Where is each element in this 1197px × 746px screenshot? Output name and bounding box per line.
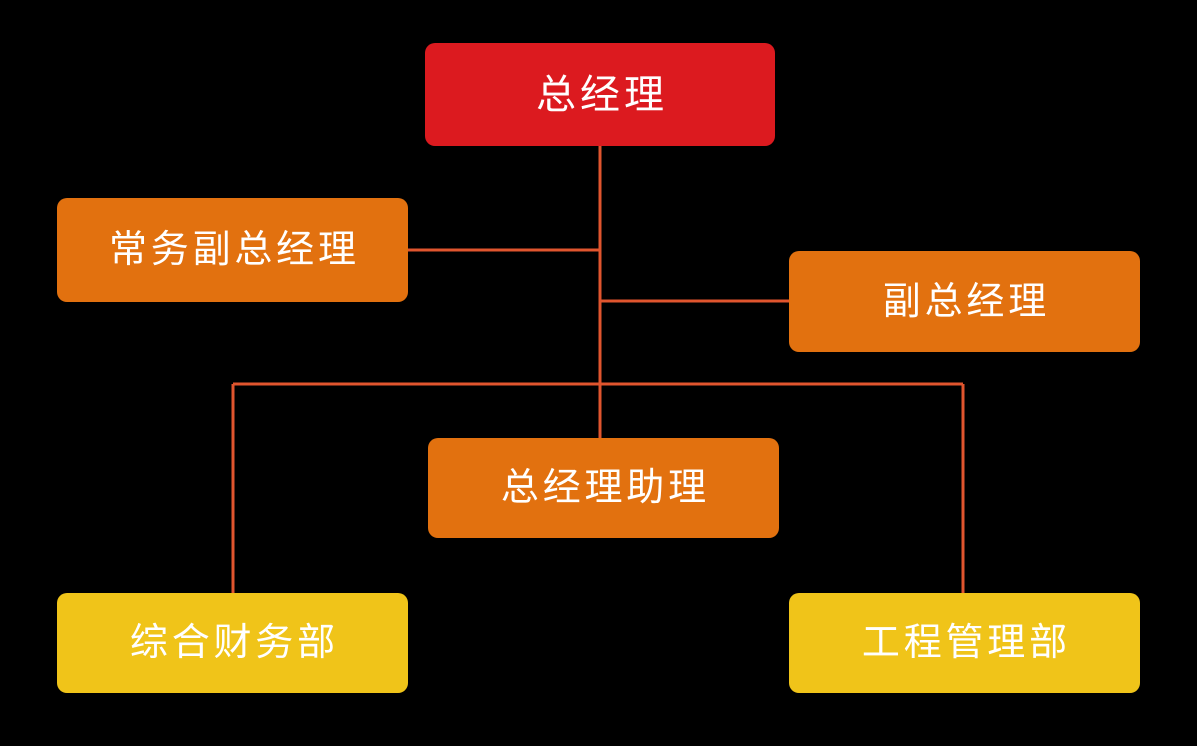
node-deputy-general-manager[interactable]: 副总经理 xyxy=(789,251,1140,352)
node-label-engineering-management-department: 工程管理部 xyxy=(861,622,1071,664)
node-general-manager[interactable]: 总经理 xyxy=(425,43,775,146)
node-label-general-manager: 总经理 xyxy=(536,72,668,117)
node-engineering-management-department[interactable]: 工程管理部 xyxy=(789,593,1140,693)
node-label-deputy-general-manager: 副总经理 xyxy=(882,280,1050,323)
node-general-manager-assistant[interactable]: 总经理助理 xyxy=(428,438,779,538)
node-comprehensive-finance-department[interactable]: 综合财务部 xyxy=(57,593,408,693)
node-executive-deputy-general-manager[interactable]: 常务副总经理 xyxy=(57,198,408,302)
node-label-general-manager-assistant: 总经理助理 xyxy=(500,467,710,509)
node-label-executive-deputy-general-manager: 常务副总经理 xyxy=(108,229,360,271)
node-label-comprehensive-finance-department: 综合财务部 xyxy=(129,622,339,664)
